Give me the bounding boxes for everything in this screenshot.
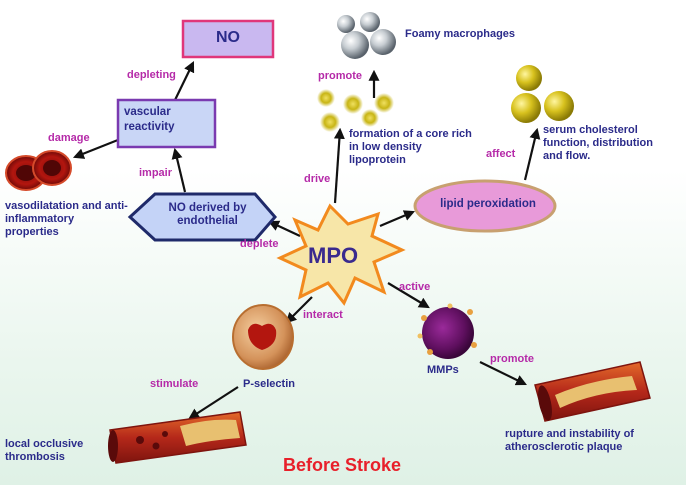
lipid-ellipse xyxy=(413,179,557,233)
verb-depleting: depleting xyxy=(127,69,176,81)
mmp-cell xyxy=(417,303,477,359)
foamy-macrophage-balls xyxy=(337,12,396,59)
arrow-mpo-to-lipid xyxy=(379,210,416,228)
label-thrombosis: local occlusive thrombosis xyxy=(5,438,84,463)
thrombosis-vessel xyxy=(108,411,247,464)
arrow-mmp-to-rupture xyxy=(479,361,527,386)
page-title: Before Stroke xyxy=(283,455,402,475)
verb-impair: impair xyxy=(139,167,173,179)
arrow-lipid-to-gold xyxy=(523,127,541,181)
mpo-star xyxy=(276,203,406,306)
verb-drive: drive xyxy=(304,173,331,185)
no-endothelial-hexagon xyxy=(127,192,277,242)
no-endothelial-label: NO derived by endothelial xyxy=(168,202,247,227)
verb-active: active xyxy=(399,281,431,293)
pselectin-cell xyxy=(232,304,294,370)
arrow-mpo-to-core xyxy=(333,127,345,204)
label-foamy-macrophages: Foamy macrophages xyxy=(405,28,516,40)
verb-damage: damage xyxy=(48,132,90,144)
arrow-mpo-to-hexagon xyxy=(268,220,301,237)
arrows xyxy=(72,61,541,420)
arrow-hexagon-to-vascular xyxy=(171,147,187,193)
verb-promote-top: promote xyxy=(318,70,362,82)
verb-deplete: deplete xyxy=(240,238,279,250)
label-mmps: MMPs xyxy=(427,364,459,376)
damaged-red-cells xyxy=(5,150,72,191)
label-core: formation of a core rich in low density … xyxy=(349,128,472,166)
lipid-label: lipid peroxidation xyxy=(440,198,536,210)
vascular-box xyxy=(116,98,217,149)
no-box-label: NO xyxy=(216,29,240,46)
verb-stimulate: stimulate xyxy=(150,378,199,390)
mpo-label: MPO xyxy=(308,243,359,268)
rupture-vessel xyxy=(534,361,651,422)
verb-affect: affect xyxy=(486,148,516,160)
cholesterol-balls xyxy=(511,65,574,123)
label-cholesterol: serum cholesterol function, distribution… xyxy=(543,124,653,162)
arrow-vascular-to-no xyxy=(174,61,195,101)
label-pselectin: P-selectin xyxy=(243,378,295,390)
ldl-core-balls xyxy=(317,89,394,132)
no-box xyxy=(181,19,275,59)
vascular-box-label: vascular reactivity xyxy=(124,106,175,133)
label-vaso: vasodilatation and anti-inflammatory pro… xyxy=(5,200,128,238)
verb-interact: interact xyxy=(303,309,343,321)
label-rupture: rupture and instability of atherosclerot… xyxy=(505,428,634,453)
arrow-pselectin-to-thrombosis xyxy=(188,386,239,420)
verb-promote-bottom: promote xyxy=(490,353,534,365)
arrow-mpo-to-mmp xyxy=(387,282,430,309)
arrow-mpo-to-pselectin xyxy=(285,296,313,324)
